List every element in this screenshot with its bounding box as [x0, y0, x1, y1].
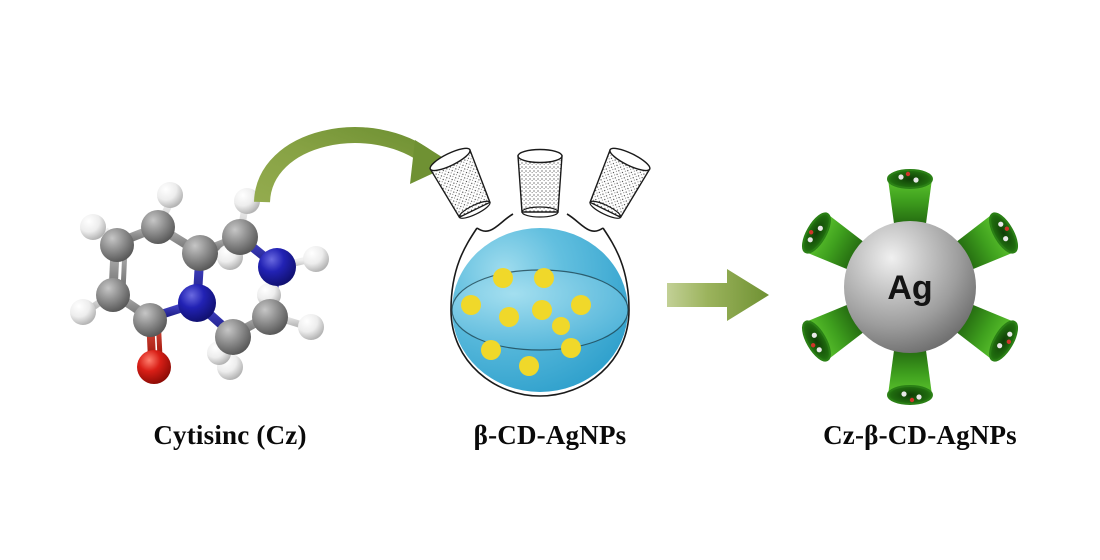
- carbon-atom: [222, 219, 258, 255]
- silver-core-label: Ag: [887, 269, 932, 307]
- nitrogen-atom: [258, 248, 296, 286]
- hydrogen-atom: [80, 214, 106, 240]
- silver-nanoparticle-model: Ag: [785, 165, 1035, 410]
- hydrogen-atom: [234, 188, 260, 214]
- flask-neck-center: [517, 148, 563, 218]
- curved-reaction-arrow: [250, 110, 480, 220]
- carbon-atom: [215, 319, 251, 355]
- caption-product: Cz-β-CD-AgNPs: [823, 420, 1017, 450]
- caption-reactant: Cytisinc (Cz): [153, 420, 307, 450]
- three-neck-flask: [425, 147, 655, 410]
- hydrogen-atom: [303, 246, 329, 272]
- carbon-atom: [100, 228, 134, 262]
- flask-neck-right: [589, 147, 651, 219]
- cyclodextrin-cup: [887, 169, 933, 231]
- carbon-atom: [133, 303, 167, 337]
- hydrogen-atom: [70, 299, 96, 325]
- hydrogen-atom: [298, 314, 324, 340]
- flask-neck-left: [429, 147, 491, 219]
- carbon-atom: [252, 299, 288, 335]
- cytisine-molecule-model: [55, 175, 365, 400]
- nanoparticle-dots: [461, 268, 591, 376]
- nitrogen-atom: [178, 284, 216, 322]
- straight-reaction-arrow: [665, 265, 775, 325]
- caption-intermediate: β-CD-AgNPs: [473, 420, 627, 450]
- oxygen-atom: [137, 350, 171, 384]
- hydrogen-atom: [157, 182, 183, 208]
- cyclodextrin-cup: [887, 343, 933, 405]
- carbon-atom: [96, 278, 130, 312]
- molecule-atoms: [70, 182, 329, 384]
- carbon-atom: [182, 235, 218, 271]
- carbon-atom: [141, 210, 175, 244]
- silver-core: [844, 221, 976, 353]
